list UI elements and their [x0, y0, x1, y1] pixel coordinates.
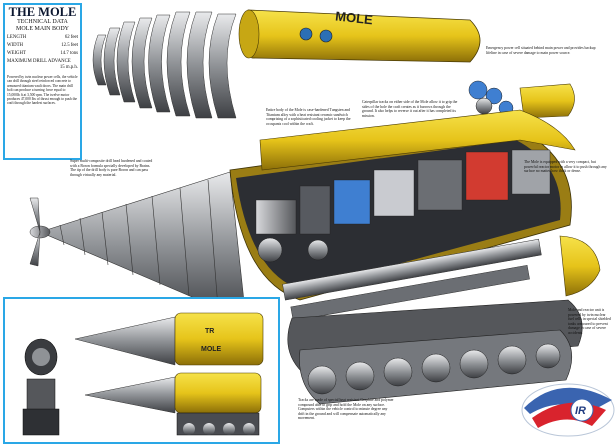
exploded-drill-fins — [92, 11, 237, 119]
tech-title: THE MOLE — [8, 5, 77, 19]
spec-width: WIDTH 12.5 feet — [7, 43, 78, 48]
international-rescue-logo: IR — [521, 383, 615, 437]
inset-text-2: TR — [205, 328, 214, 335]
nose-text: MOLE — [335, 8, 374, 27]
technical-data-panel: THE MOLE TECHNICAL DATA MOLE MAIN BODY L… — [3, 3, 82, 160]
side-view-upper: TR MOLE — [74, 312, 264, 366]
caption-drill: Super multi-composite drill head hardene… — [70, 159, 153, 177]
caption-power-cell: Emergency power cell situated behind mai… — [486, 46, 596, 55]
tech-subtitle-2: MOLE MAIN BODY — [16, 26, 69, 32]
caption-motor: Mole and reactor unit is powered by twin… — [568, 308, 611, 335]
undercarriage-frame — [282, 238, 542, 322]
external-views-svg: TR MOLE — [22, 312, 264, 436]
cutaway-body — [229, 109, 576, 301]
caption-caterpillar: Caterpillar tracks on either side of the… — [362, 100, 458, 118]
caption-tracks: Tracks are made of special heat resistan… — [298, 398, 394, 421]
spec-advance-value: 15 m.p.h. — [59, 65, 78, 70]
inset-text-1: MOLE — [201, 346, 222, 353]
spec-length: LENGTH 62 feet — [7, 35, 78, 40]
reactor-panel — [559, 235, 601, 297]
front-view — [22, 338, 60, 436]
main-drill-cone — [29, 171, 247, 321]
tech-subtitle-1: TECHNICAL DATA — [17, 19, 68, 25]
side-view-lower — [84, 372, 262, 436]
caption-equipped: The Mole is equipped with a very compact… — [524, 160, 607, 174]
spec-weight: WEIGHT 14.7 tons — [7, 51, 78, 56]
external-views-inset: TR MOLE — [3, 297, 280, 444]
logo-text: IR — [575, 405, 586, 417]
top-hull-section: MOLE — [238, 8, 481, 63]
emergency-power-cells — [468, 80, 575, 119]
tech-description: Powered by twin nuclear power cells, the… — [7, 75, 78, 106]
caption-body: Entire body of the Mole is case-hardened… — [266, 108, 351, 126]
spec-advance: MAXIMUM DRILL ADVANCE — [7, 59, 71, 64]
caterpillar-tracks — [287, 299, 583, 405]
